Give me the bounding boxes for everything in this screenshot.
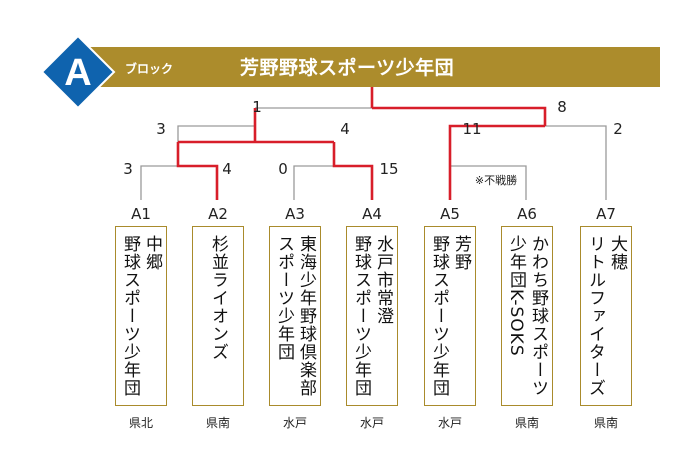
team-region: 水戸	[359, 416, 384, 430]
team-region: 県北	[128, 416, 153, 430]
team-region: 県南	[205, 416, 230, 430]
team-name-line: 東海少年野球倶楽部	[296, 235, 316, 397]
seed-label: A6	[517, 205, 537, 223]
seed-label: A4	[362, 205, 382, 223]
team-region: 水戸	[282, 416, 307, 430]
bracket-line-a1	[140, 165, 178, 200]
team-name-line: 水戸市常澄	[373, 235, 393, 325]
team-name: 大穂 リトルファイターズ	[581, 235, 631, 399]
winner-line-a4	[332, 142, 374, 200]
block-letter: A	[64, 52, 91, 94]
team-card-a1: 中郷 野球スポーツ少年団	[115, 226, 167, 406]
team-card-a5: 芳野 野球スポーツ少年団	[424, 226, 476, 406]
team-name-line: かわち野球スポーツ	[528, 235, 548, 397]
block-label: ブロック	[125, 62, 174, 76]
semi-left-score-left: 3	[156, 120, 166, 138]
r1-a2-score: 4	[222, 160, 232, 178]
team-name: 東海少年野球倶楽部 スポーツ少年団	[270, 235, 320, 399]
team-name-line: リトルファイターズ	[585, 235, 605, 397]
bracket-line-semi-right-a7	[545, 125, 607, 200]
final-score-right: 8	[557, 98, 567, 116]
bracket-line-a3	[293, 165, 334, 200]
winner-line-a5	[448, 124, 545, 200]
semi-right-score-left: 11	[462, 120, 482, 138]
r1-a4-score: 15	[379, 160, 399, 178]
team-name-line: 杉並ライオンズ	[208, 235, 228, 361]
seed-label: A1	[131, 205, 151, 223]
team-name-line: 少年団K-SOKS	[506, 235, 526, 357]
walkover-note: ※不戦勝	[474, 174, 518, 187]
team-name-line: 野球スポーツ少年団	[120, 235, 140, 397]
champion-name: 芳野野球スポーツ少年団	[240, 57, 455, 79]
team-card-a3: 東海少年野球倶楽部 スポーツ少年団	[269, 226, 321, 406]
team-name-line: スポーツ少年団	[274, 235, 294, 361]
team-name-line: 野球スポーツ少年団	[429, 235, 449, 397]
champion-bar	[82, 47, 660, 87]
team-card-a4: 水戸市常澄 野球スポーツ少年団	[346, 226, 398, 406]
final-score-left: 1	[252, 98, 262, 116]
winner-line-semi-left	[178, 126, 334, 144]
team-region: 水戸	[437, 416, 462, 430]
team-card-a7: 大穂 リトルファイターズ	[580, 226, 632, 406]
team-name-line: 野球スポーツ少年団	[351, 235, 371, 397]
seed-label: A7	[596, 205, 616, 223]
seed-label: A5	[440, 205, 460, 223]
team-name: 芳野 野球スポーツ少年団	[425, 235, 475, 399]
team-region: 県南	[593, 416, 618, 430]
team-name: かわち野球スポーツ 少年団K-SOKS	[502, 235, 552, 399]
semi-right-score-right: 2	[613, 120, 623, 138]
team-card-a6: かわち野球スポーツ 少年団K-SOKS	[501, 226, 553, 406]
seed-label: A2	[208, 205, 228, 223]
team-name: 杉並ライオンズ	[193, 235, 243, 399]
block-badge: A	[40, 34, 116, 110]
team-name: 中郷 野球スポーツ少年団	[116, 235, 166, 399]
team-name-line: 大穂	[607, 235, 627, 271]
team-name-line: 芳野	[451, 235, 471, 271]
semi-left-score-right: 4	[340, 120, 350, 138]
winner-line-final	[253, 87, 374, 126]
team-name: 水戸市常澄 野球スポーツ少年団	[347, 235, 397, 399]
bracket-line-a6	[450, 165, 527, 200]
team-name-line: 中郷	[142, 235, 162, 271]
winner-line-semi-right	[372, 106, 547, 126]
r1-a3-score: 0	[278, 160, 288, 178]
bracket-line-semi-left-a12	[177, 125, 255, 142]
seed-label: A3	[285, 205, 305, 223]
team-region: 県南	[514, 416, 539, 430]
r1-a1-score: 3	[123, 160, 133, 178]
team-card-a2: 杉並ライオンズ	[192, 226, 244, 406]
winner-line-a2	[176, 142, 219, 200]
